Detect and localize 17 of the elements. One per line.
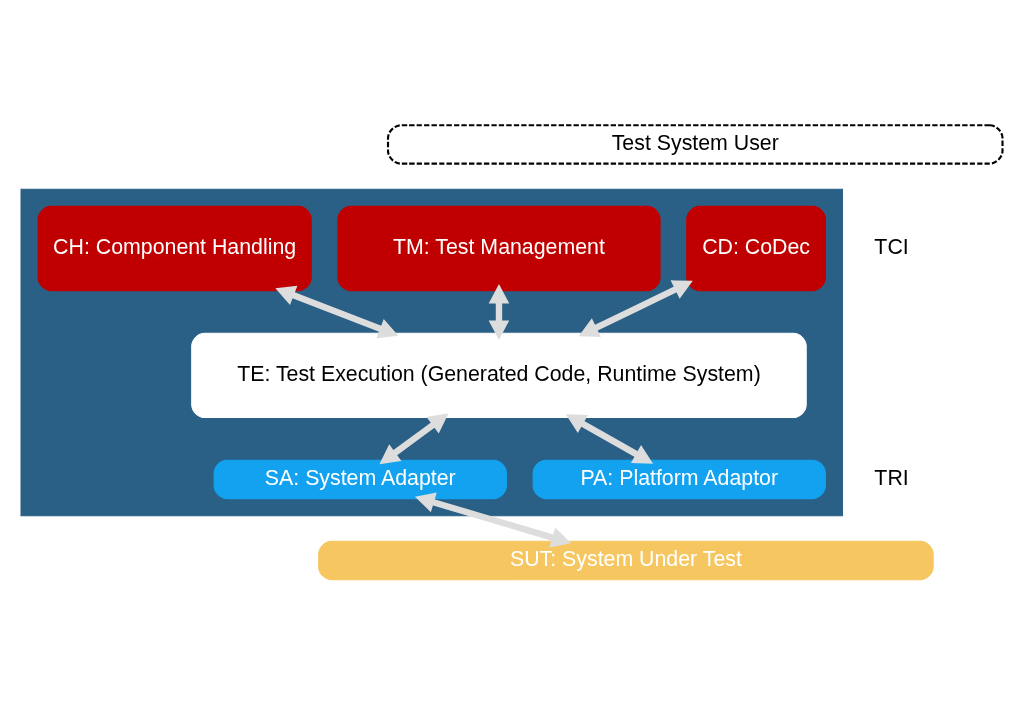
arrow	[488, 283, 510, 340]
node-box: TM: Test Management	[337, 205, 661, 291]
label: TCI	[874, 234, 909, 259]
label: TRI	[874, 465, 909, 490]
node-box: TE: Test Execution (Generated Code, Runtime System)	[191, 332, 807, 418]
arrow	[379, 413, 449, 464]
node-box: SUT: System Under Test	[318, 540, 934, 580]
node-box: SA: System Adapter	[213, 459, 507, 499]
node-box: CD: CoDec	[686, 205, 826, 291]
node-box: Test System User	[386, 123, 1004, 165]
arrow	[275, 285, 399, 338]
node-box: CH: Component Handling	[37, 205, 312, 291]
arrow	[414, 491, 572, 547]
node-box: PA: Platform Adaptor	[532, 459, 826, 499]
cluster	[20, 188, 843, 516]
arrow	[565, 413, 654, 464]
arrow	[578, 279, 693, 337]
